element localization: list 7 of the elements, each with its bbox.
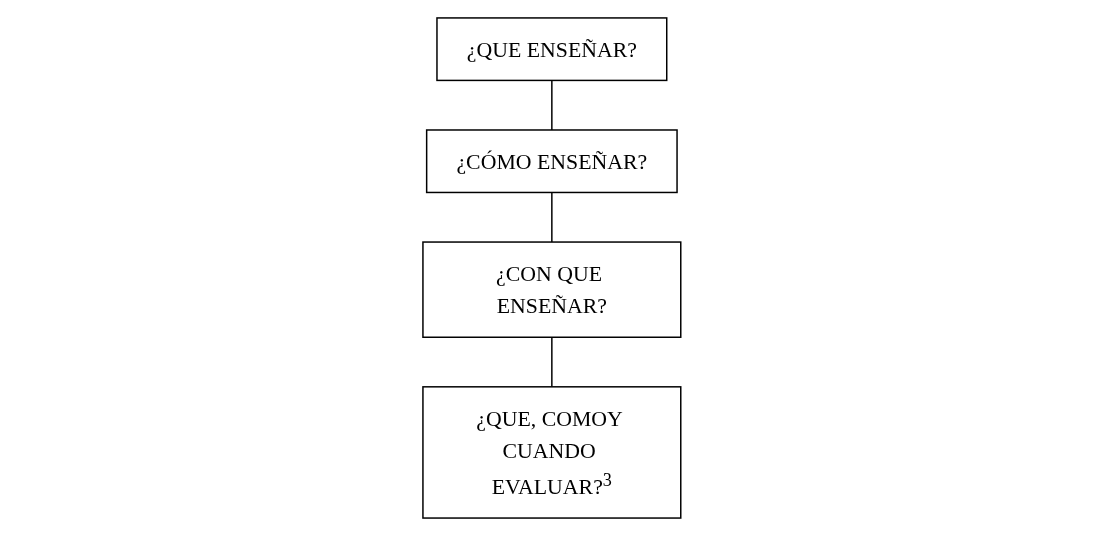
connector	[551, 336, 553, 388]
connector	[551, 191, 553, 243]
connector	[551, 79, 553, 131]
node-box: ¿CON QUE ENSEÑAR?	[422, 241, 682, 338]
node-box: ¿QUE, COMOY CUANDO EVALUAR?$^{3}$	[422, 386, 682, 519]
node-box: ¿CÓMO ENSEÑAR?	[426, 129, 678, 194]
node-box: ¿QUE ENSEÑAR?	[436, 17, 668, 82]
